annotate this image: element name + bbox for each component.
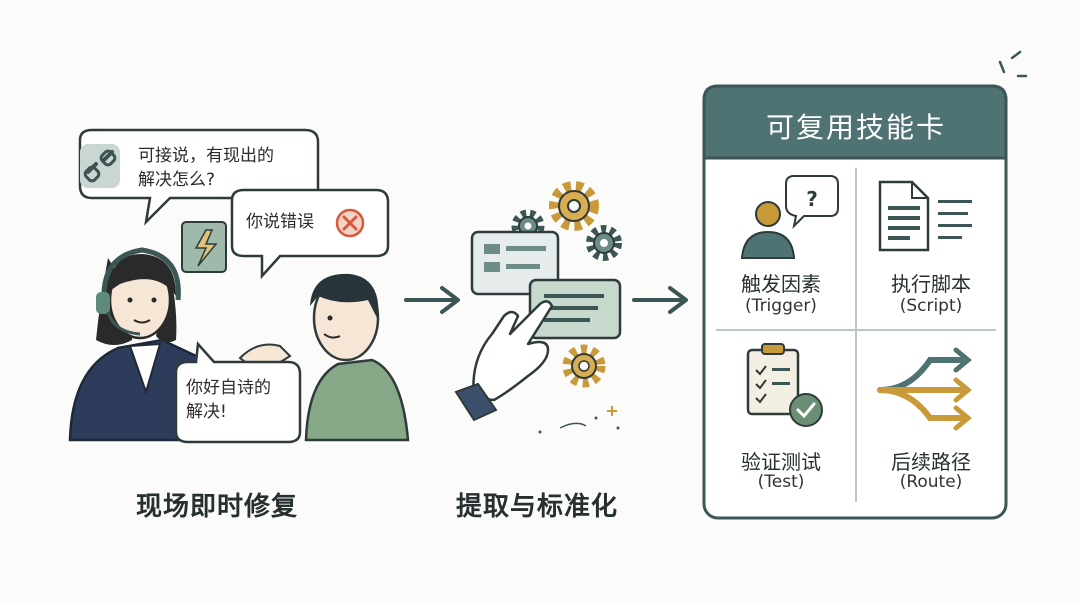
document-icon — [878, 180, 972, 252]
cell-label-trigger: 触发因素 — [741, 272, 821, 296]
standardized-card — [528, 278, 622, 340]
cell-label-route: 后续路径 — [891, 450, 971, 474]
person-question-icon: ? — [740, 175, 839, 259]
sparkle-decoration — [538, 406, 620, 434]
cell-sub-test: (Test) — [757, 472, 805, 492]
reply-bubble — [174, 341, 302, 444]
reply-bubble-text: 你好自诗的 解决! — [186, 378, 271, 422]
broken-link-icon — [80, 144, 120, 188]
flow-arrow-1 — [404, 286, 460, 314]
data-card — [470, 230, 560, 296]
cell-sub-script: (Script) — [899, 296, 963, 316]
gear-icon — [586, 225, 622, 261]
gear-icon — [562, 344, 606, 388]
cell-sub-trigger: (Trigger) — [745, 296, 817, 316]
hand-icon — [454, 300, 554, 422]
cell-sub-route: (Route) — [899, 472, 963, 492]
error-bubble-text: 你说错误 — [246, 212, 314, 232]
left-caption: 现场即时修复 — [136, 492, 299, 522]
gear-icon — [549, 181, 599, 231]
svg-text:?: ? — [806, 187, 818, 211]
skill-card-title: 可复用技能卡 — [765, 111, 946, 144]
cell-label-script: 执行脚本 — [891, 272, 971, 296]
error-x-icon — [335, 208, 365, 238]
middle-caption: 提取与标准化 — [456, 492, 619, 522]
clipboard-check-icon — [746, 343, 823, 427]
flow-arrow-2 — [632, 286, 688, 314]
route-arrows-icon — [877, 347, 972, 431]
question-bubble-text: 可接说，有现出的 解决怎么? — [138, 146, 274, 190]
cell-label-test: 验证测试 — [741, 450, 821, 474]
lightning-icon — [181, 221, 227, 273]
